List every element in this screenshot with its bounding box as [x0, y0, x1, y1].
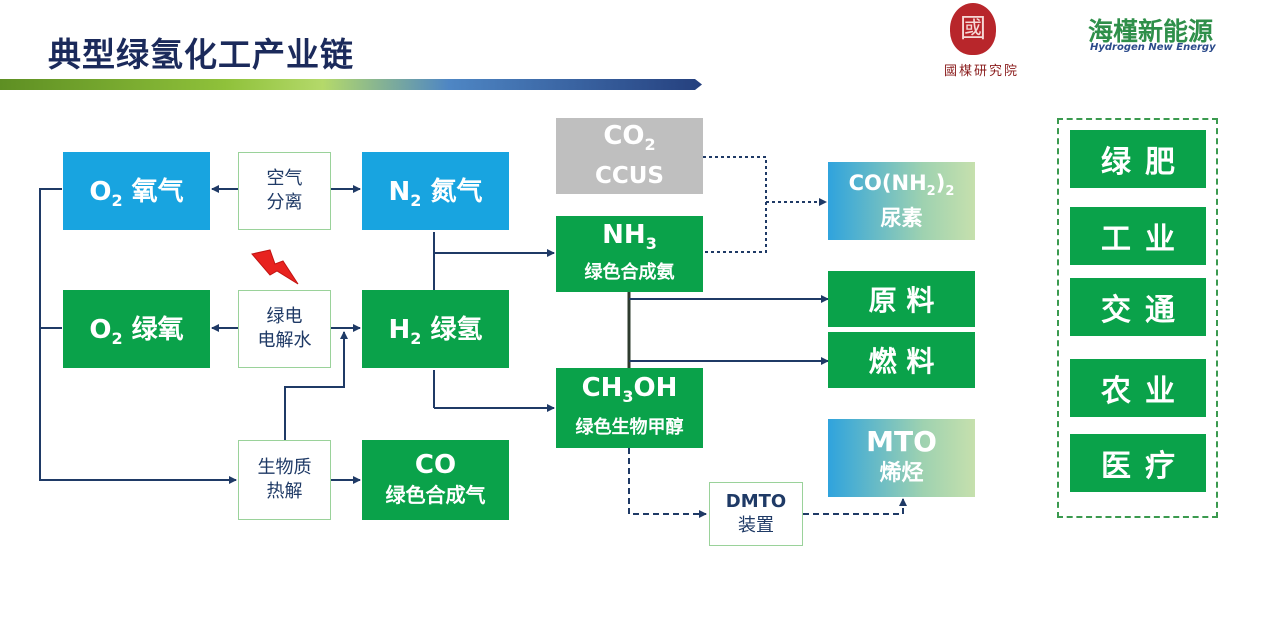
methanol-node: CH3OH 绿色生物甲醇: [556, 368, 703, 448]
brand-logo-chinese: 海槿新能源: [1088, 17, 1214, 46]
use-transport: 交通: [1070, 278, 1206, 336]
urea-node: CO(NH2)2 尿素: [828, 162, 975, 240]
use-industry: 工业: [1070, 207, 1206, 265]
h2-green-hydrogen-node: H2 绿氢: [362, 290, 509, 368]
co-syngas-node: CO 绿色合成气: [362, 440, 509, 520]
arrow-oxygen-loop-to-biomass: [39, 188, 237, 484]
lightning-bolt-icon: [251, 249, 299, 285]
o2-oxygen-node: O2 氧气: [63, 152, 210, 230]
seal-logo: [950, 3, 996, 55]
co2-ccus-node: CO2 CCUS: [556, 118, 703, 194]
raw-material-node: 原 料: [828, 271, 975, 327]
dotted-line-co2-nh3: [703, 156, 767, 253]
applications-panel: [1057, 118, 1218, 518]
n2-nitrogen-node: N2 氮气: [362, 152, 509, 230]
brand-logo-english: Hydrogen New Energy: [1090, 42, 1216, 53]
seal-logo-character: 國: [959, 14, 986, 44]
o2-green-oxygen-node: O2 绿氧: [63, 290, 210, 368]
use-green-fertilizer: 绿肥: [1070, 130, 1206, 188]
electrolysis-process: 绿电 电解水: [238, 290, 331, 368]
dmto-unit-process: DMTO 装置: [709, 482, 803, 546]
arrow-biomass-to-h2: [284, 331, 348, 440]
fuel-node: 燃 料: [828, 332, 975, 388]
seal-logo-caption: 國楳研究院: [944, 64, 1020, 79]
dashed-arrow-methanol-to-dmto: [628, 448, 707, 518]
nh3-ammonia-node: NH3 绿色合成氨: [556, 216, 703, 292]
use-agriculture: 农业: [1070, 359, 1206, 417]
mto-olefins-node: MTO 烯烃: [828, 419, 975, 497]
use-medical: 医疗: [1070, 434, 1206, 492]
biomass-pyrolysis-process: 生物质 热解: [238, 440, 331, 520]
air-separation-process: 空气 分离: [238, 152, 331, 230]
page-title: 典型绿氢化工产业链: [48, 35, 354, 74]
title-underline-bar: [0, 79, 702, 90]
dashed-arrow-dmto-to-mto: [803, 498, 907, 515]
